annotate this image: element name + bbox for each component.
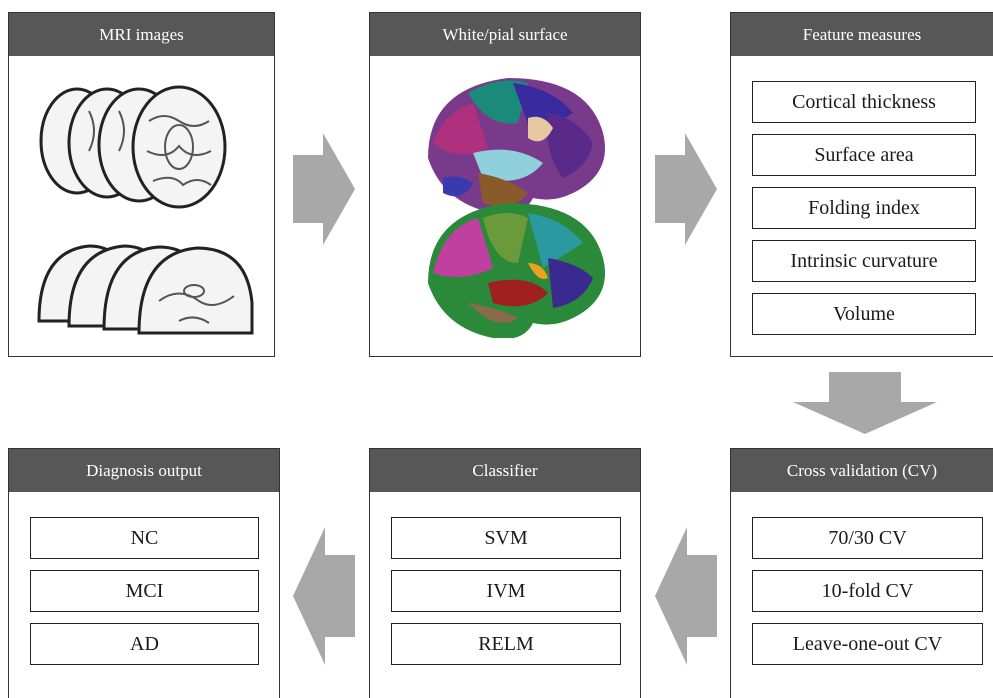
classifier-item-ivm: IVM bbox=[391, 570, 621, 612]
feature-item-surface-area: Surface area bbox=[752, 134, 976, 176]
arrow-left-icon bbox=[293, 527, 355, 665]
mri-slices-image bbox=[37, 85, 254, 335]
cv-item-10-fold: 10-fold CV bbox=[752, 570, 983, 612]
feature-item-volume: Volume bbox=[752, 293, 976, 335]
mri-images-panel: MRI images bbox=[8, 12, 275, 357]
cv-item-70-30: 70/30 CV bbox=[752, 517, 983, 559]
diagnosis-item-mci: MCI bbox=[30, 570, 259, 612]
white-pial-surface-panel: White/pial surface bbox=[369, 12, 641, 357]
brain-surface-image bbox=[428, 78, 605, 338]
arrow-right-icon bbox=[655, 133, 717, 245]
cross-validation-header: Cross validation (CV) bbox=[731, 449, 993, 492]
white-pial-surface-header: White/pial surface bbox=[370, 13, 640, 56]
diagnosis-item-ad: AD bbox=[30, 623, 259, 665]
classifier-item-svm: SVM bbox=[391, 517, 621, 559]
diagnosis-output-panel: Diagnosis output NC MCI AD bbox=[8, 448, 280, 698]
diagnosis-item-nc: NC bbox=[30, 517, 259, 559]
feature-item-folding-index: Folding index bbox=[752, 187, 976, 229]
arrow-down-icon bbox=[793, 372, 937, 434]
classifier-item-relm: RELM bbox=[391, 623, 621, 665]
cross-validation-panel: Cross validation (CV) 70/30 CV 10-fold C… bbox=[730, 448, 993, 698]
classifier-panel: Classifier SVM IVM RELM bbox=[369, 448, 641, 698]
cv-item-leave-one-out: Leave-one-out CV bbox=[752, 623, 983, 665]
arrow-right-icon bbox=[293, 133, 355, 245]
diagnosis-output-header: Diagnosis output bbox=[9, 449, 279, 492]
arrow-left-icon bbox=[655, 527, 717, 665]
mri-images-header: MRI images bbox=[9, 13, 274, 56]
feature-measures-panel: Feature measures Cortical thickness Surf… bbox=[730, 12, 993, 357]
feature-measures-header: Feature measures bbox=[731, 13, 993, 56]
feature-item-cortical-thickness: Cortical thickness bbox=[752, 81, 976, 123]
classifier-header: Classifier bbox=[370, 449, 640, 492]
feature-item-intrinsic-curvature: Intrinsic curvature bbox=[752, 240, 976, 282]
